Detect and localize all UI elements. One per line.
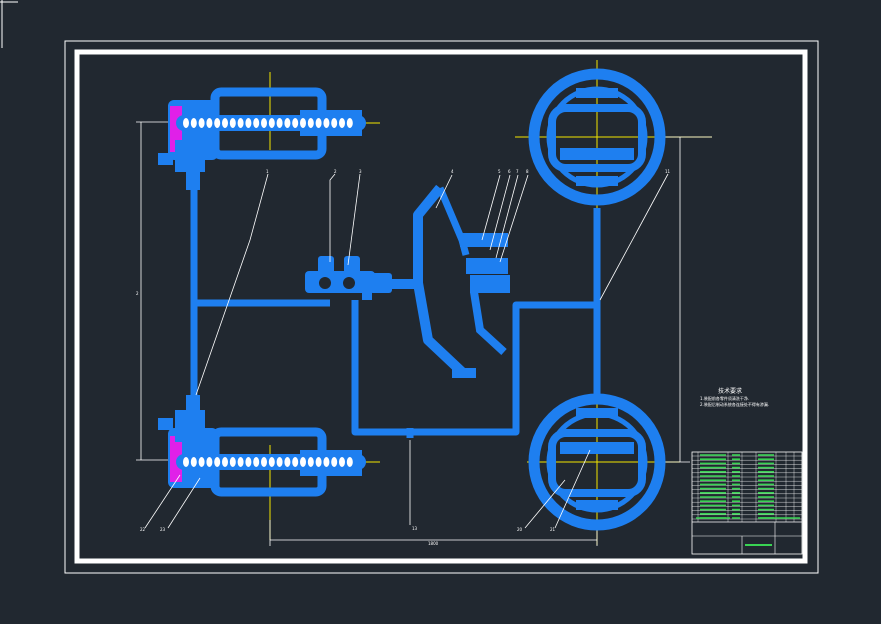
piston-dot	[307, 457, 314, 467]
balloon-11: 11	[665, 169, 671, 174]
note-2: 2.装配后制动系统各连接处不得有渗漏.	[700, 401, 769, 407]
piston-dot	[284, 457, 291, 467]
title-block	[691, 451, 803, 555]
piston-dot	[346, 118, 353, 128]
balloon-4: 4	[451, 169, 454, 174]
dimension-bottom-value: 1800	[428, 541, 439, 546]
piston-dot	[339, 118, 345, 128]
piston-dot	[198, 457, 205, 467]
piston-dot	[183, 118, 189, 128]
master-cylinder	[305, 256, 418, 300]
piston-dot	[268, 457, 275, 467]
piston-dot	[331, 457, 338, 467]
piston-dot	[261, 457, 267, 467]
piston-dot	[229, 457, 236, 467]
piston-dot	[268, 118, 275, 128]
leader-lines	[144, 173, 669, 529]
corner-mark	[0, 0, 18, 48]
piston-dot	[300, 457, 306, 467]
balloon-1: 1	[266, 169, 269, 174]
piston-dot	[323, 118, 330, 128]
left-bottom-piston-row	[183, 457, 353, 467]
balloon-8: 8	[526, 169, 529, 174]
piston-dot	[222, 457, 228, 467]
balloon-13: 13	[412, 526, 418, 531]
notes-title: 技术要求	[718, 387, 742, 395]
brake-pedal	[413, 184, 510, 378]
brake-lines	[190, 185, 601, 438]
balloon-2: 2	[334, 169, 337, 174]
technical-requirements: 技术要求 1.装配前各零件须清洗干净. 2.装配后制动系统各连接处不得有渗漏.	[700, 387, 769, 407]
piston-dot	[214, 118, 221, 128]
piston-dot	[261, 118, 267, 128]
balloon-21: 21	[550, 527, 556, 532]
right-top-wheel	[528, 68, 666, 206]
piston-dot	[190, 457, 197, 467]
piston-dot	[276, 118, 283, 128]
piston-dot	[253, 118, 260, 128]
piston-dot	[206, 118, 213, 128]
piston-dot	[346, 457, 353, 467]
left-bottom-brake-assembly	[158, 395, 366, 497]
balloon-5: 5	[498, 169, 501, 174]
piston-dot	[276, 457, 283, 467]
piston-dot	[323, 457, 330, 467]
dimension-left-value: 2	[136, 291, 139, 296]
balloon-6: 6	[508, 169, 511, 174]
balloon-20: 20	[517, 527, 523, 532]
piston-dot	[339, 457, 345, 467]
piston-dot	[237, 457, 244, 467]
piston-dot	[206, 457, 213, 467]
left-top-piston-row	[183, 118, 353, 128]
piston-dot	[198, 118, 205, 128]
piston-dot	[292, 118, 299, 128]
piston-dot	[284, 118, 291, 128]
right-bottom-wheel	[528, 393, 666, 531]
piston-dot	[331, 118, 338, 128]
balloon-labels: 1 2 3 4 5 6 7 8 11 13 20 21 22 23 1800 2	[136, 169, 671, 546]
piston-dot	[229, 118, 236, 128]
piston-dot	[292, 457, 299, 467]
piston-dot	[214, 457, 221, 467]
note-1: 1.装配前各零件须清洗干净.	[700, 395, 749, 401]
inner-sheet-border	[74, 49, 808, 564]
piston-dot	[222, 118, 228, 128]
piston-dot	[315, 118, 322, 128]
piston-dot	[190, 118, 197, 128]
balloon-7: 7	[516, 169, 519, 174]
piston-dot	[245, 457, 252, 467]
balloon-22: 22	[140, 527, 146, 532]
balloon-3: 3	[359, 169, 362, 174]
piston-dot	[307, 118, 314, 128]
outer-sheet-border	[64, 40, 819, 574]
piston-dot	[237, 118, 244, 128]
balloon-23: 23	[160, 527, 166, 532]
piston-dot	[315, 457, 322, 467]
piston-dot	[245, 118, 252, 128]
piston-dot	[183, 457, 189, 467]
piston-dot	[253, 457, 260, 467]
left-top-brake-assembly	[158, 87, 366, 190]
piston-dot	[300, 118, 306, 128]
